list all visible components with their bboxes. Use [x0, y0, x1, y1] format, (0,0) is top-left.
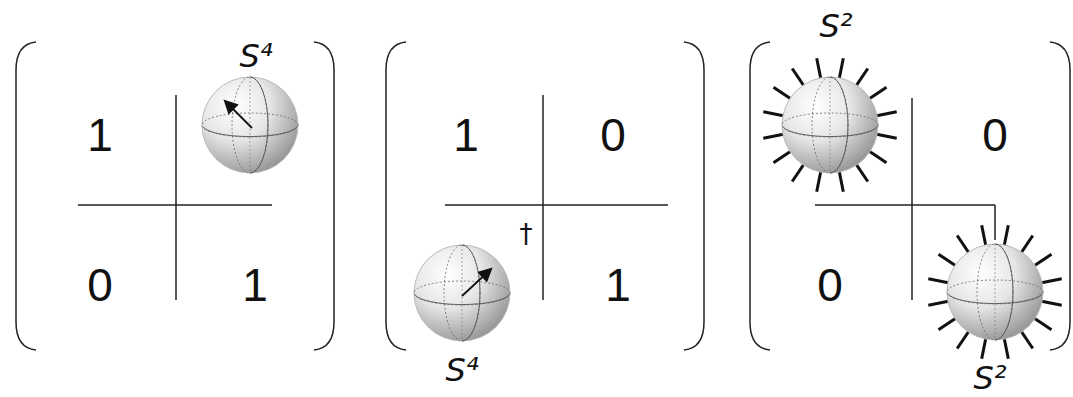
sphere — [947, 244, 1043, 340]
matrix-entry: 0 — [600, 112, 626, 158]
matrix-entry: 0 — [817, 262, 843, 308]
brackets — [16, 42, 1070, 350]
spikes — [928, 225, 1061, 358]
sphere — [202, 77, 298, 173]
vector-arrow — [226, 102, 252, 128]
vector-arrow — [462, 270, 490, 296]
matrix-entry: 1 — [87, 112, 113, 158]
space-label: S² — [973, 362, 1006, 394]
space-label: S² — [819, 10, 852, 42]
spikes — [763, 58, 896, 191]
matrix-entry: 1 — [605, 262, 631, 308]
matrix-entry: 0 — [982, 112, 1008, 158]
sphere — [782, 77, 878, 173]
space-label: S⁴ — [239, 40, 272, 72]
space-label: S⁴ — [445, 354, 478, 386]
dagger-mark: † — [520, 221, 533, 247]
matrix-entry: 1 — [242, 262, 268, 308]
matrix-entry: 1 — [453, 112, 479, 158]
sphere — [414, 245, 510, 341]
matrix-entry: 0 — [87, 262, 113, 308]
